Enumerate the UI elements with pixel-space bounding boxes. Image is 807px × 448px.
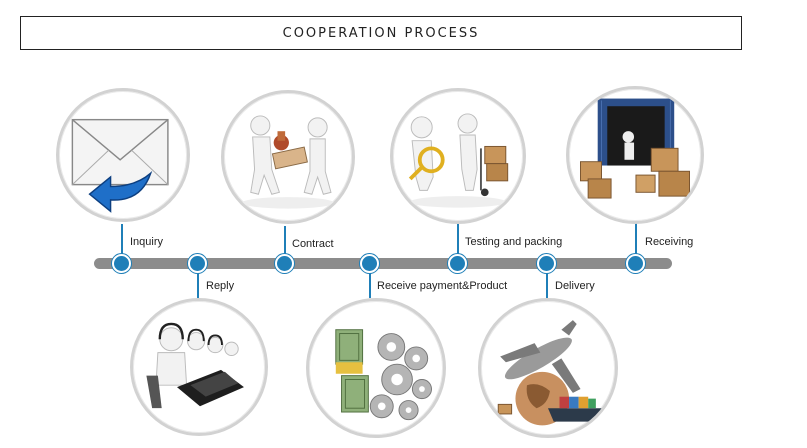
dot-inquiry [112,254,131,273]
testing-illustration [390,88,526,224]
plane-ship-globe-icon [497,320,606,426]
payment-illustration [306,298,446,438]
step-label-receiving: Receiving [645,236,694,248]
page-title: COOPERATION PROCESS [282,25,480,41]
reply-illustration [130,298,268,436]
stem-reply [197,264,199,298]
step-label-contract: Contract [292,238,334,250]
dot-delivery [537,254,556,273]
title-box: COOPERATION PROCESS [20,16,742,50]
delivery-illustration [478,298,618,438]
call-center-icon [146,322,244,409]
step-label-payment: Receive payment&Product [377,280,508,292]
magnifier-boxes-icon [408,113,509,208]
dot-contract [275,254,294,273]
step-label-delivery: Delivery [555,280,595,292]
timeline-bar [94,258,672,269]
step-label-inquiry: Inquiry [130,236,164,248]
stem-contract [284,226,286,264]
envelope-icon [71,118,169,213]
stem-delivery [546,264,548,298]
contract-illustration [221,90,355,224]
stem-testing [457,212,459,264]
dot-payment [360,254,379,273]
dot-receiving [626,254,645,273]
step-label-testing: Testing and packing [465,236,563,248]
money-gears-icon [335,329,432,421]
inquiry-illustration [56,88,190,222]
dot-testing [448,254,467,273]
stem-payment [369,264,371,298]
step-label-reply: Reply [206,280,235,292]
container-boxes-icon [580,98,690,199]
stem-receiving [635,220,637,264]
stem-inquiry [121,224,123,264]
receiving-illustration [566,86,704,224]
dot-reply [188,254,207,273]
handshake-contract-icon [242,115,334,209]
